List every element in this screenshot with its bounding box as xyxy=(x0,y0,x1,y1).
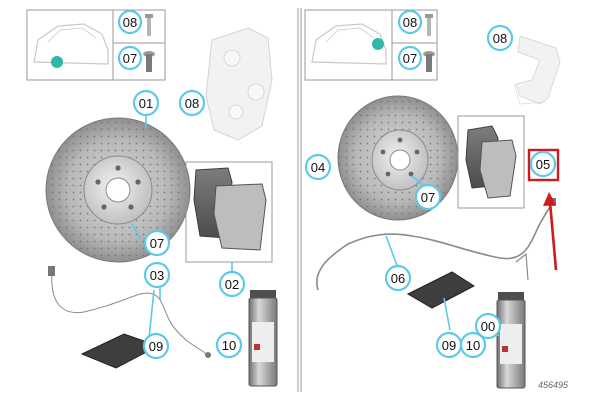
callout-09-left-label: 09 xyxy=(149,339,163,354)
caliper-carrier-drawing xyxy=(513,35,561,105)
screw-icon xyxy=(423,51,435,72)
callout-07-left-box-label: 07 xyxy=(123,51,137,66)
grease-packet-right xyxy=(406,271,475,309)
brake-disc-left xyxy=(45,117,191,263)
callout-06-label: 06 xyxy=(391,271,405,286)
callout-06: 06 xyxy=(384,264,412,292)
spray-can-right xyxy=(496,292,526,389)
callout-08-left-box: 08 xyxy=(117,9,143,35)
bolt-icon xyxy=(145,14,153,36)
callout-10-left-label: 10 xyxy=(222,338,236,353)
callout-08-right-box: 08 xyxy=(397,9,423,35)
callout-08-left-box-label: 08 xyxy=(123,15,137,30)
wheel-location-marker xyxy=(372,38,384,50)
callout-09-left: 09 xyxy=(142,332,170,360)
callout-08-right-carrier-label: 08 xyxy=(493,31,507,46)
left-locator-box xyxy=(26,9,166,81)
callout-09-right-label: 09 xyxy=(442,338,456,353)
callout-07-right-box-label: 07 xyxy=(403,51,417,66)
callout-04-label: 04 xyxy=(311,160,325,175)
callout-10-right-label: 10 xyxy=(466,338,480,353)
callout-07-left-disc-label: 07 xyxy=(150,236,164,251)
callout-07-left-disc: 07 xyxy=(143,229,171,257)
car-silhouette-icon xyxy=(33,23,109,65)
callout-08-left-caliper-label: 08 xyxy=(185,96,199,111)
callout-08-right-carrier: 08 xyxy=(486,24,514,52)
callout-09-right: 09 xyxy=(435,331,463,359)
right-locator-box xyxy=(304,9,438,81)
wear-sensor-cable-right xyxy=(316,203,553,291)
callout-08-left-caliper: 08 xyxy=(178,89,206,117)
callout-03: 03 xyxy=(143,261,171,289)
callout-07-right-disc: 07 xyxy=(414,183,442,211)
callout-04: 04 xyxy=(304,153,332,181)
callout-01-label: 01 xyxy=(139,96,153,111)
red-arrow-icon xyxy=(543,192,558,271)
bolt-icon xyxy=(425,14,433,36)
highlight-box-05 xyxy=(527,148,560,182)
callout-00: 00 xyxy=(474,312,502,340)
callout-03-label: 03 xyxy=(150,268,164,283)
leader-lines xyxy=(131,110,501,349)
callout-02: 02 xyxy=(218,270,246,298)
callout-02-label: 02 xyxy=(225,277,239,292)
callout-07-right-box: 07 xyxy=(397,45,423,71)
brake-caliper-drawing xyxy=(205,27,273,141)
callout-05: 05 xyxy=(529,150,557,178)
brake-pads-box-right xyxy=(457,115,525,209)
callout-07-right-disc-label: 07 xyxy=(421,190,435,205)
callout-10-left: 10 xyxy=(215,331,243,359)
reference-number: 456495 xyxy=(538,380,569,390)
spray-can-left xyxy=(248,290,278,387)
wheel-location-marker xyxy=(51,56,63,68)
wear-sensor-cable-left xyxy=(51,271,207,355)
callout-00-label: 00 xyxy=(481,319,495,334)
brake-pads-box-left xyxy=(185,161,273,263)
screw-icon xyxy=(143,51,155,72)
callout-10-right: 10 xyxy=(459,331,487,359)
callout-07-left-box: 07 xyxy=(117,45,143,71)
callout-05-label: 05 xyxy=(536,157,550,172)
car-silhouette-icon xyxy=(311,23,387,65)
callout-01: 01 xyxy=(132,89,160,117)
callout-08-right-box-label: 08 xyxy=(403,15,417,30)
